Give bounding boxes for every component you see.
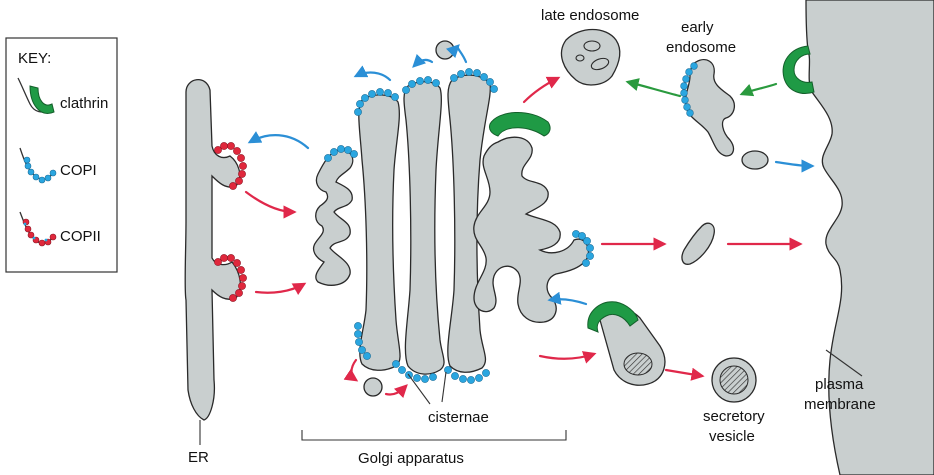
arrow-granule-to-secretory-vesicle (666, 370, 702, 376)
key-label-clathrin: clathrin (60, 95, 108, 112)
arrow-tgn-to-late-endosome (524, 78, 558, 102)
constitutive-vesicle (682, 223, 714, 264)
secretory-vesicle (712, 358, 756, 402)
early-endosome (686, 60, 768, 169)
key-label-copii: COPII (60, 228, 101, 245)
trans-golgi-network (474, 137, 589, 322)
late-endosome (561, 30, 619, 85)
arrow-er-to-golgi-lower (256, 284, 304, 293)
golgi-bracket (302, 430, 566, 440)
cisternae-label: cisternae (428, 409, 489, 426)
arrow-golgi-retro-top-3 (458, 46, 466, 62)
golgi-apparatus (314, 41, 589, 396)
golgi-cisterna-3 (404, 82, 444, 374)
key-box: KEY: clathrin COPI (6, 38, 117, 272)
early-endosome-label-line1: early (681, 19, 714, 36)
clathrin-coat-tgn (489, 112, 550, 136)
golgi-apparatus-label: Golgi apparatus (358, 450, 464, 467)
arrow-golgi-bottom-up (386, 386, 406, 395)
arrow-early-to-late-endosome (628, 82, 680, 96)
plasma-membrane-label-line2: membrane (804, 396, 876, 413)
golgi-cisterna-cis (314, 150, 353, 285)
golgi-vesicle-top (436, 41, 454, 59)
arrow-golgi-to-er (250, 135, 308, 148)
secretory-vesicle-label-line1: secretory (703, 408, 765, 425)
late-endosome-label: late endosome (541, 7, 639, 24)
arrow-pm-to-early-endosome (742, 84, 776, 94)
er-label: ER (188, 449, 209, 466)
secretory-vesicle-label-line2: vesicle (709, 428, 755, 445)
arrow-tgn-to-granule (540, 354, 594, 359)
plasma-membrane-label-line1: plasma (815, 376, 864, 393)
key-title: KEY: (18, 50, 51, 67)
early-endosome-label-line2: endosome (666, 39, 736, 56)
er: ER (185, 80, 240, 466)
key-label-copi: COPI (60, 162, 97, 179)
arrow-recycling-to-pm (776, 162, 812, 166)
arrow-er-to-golgi-upper (246, 192, 294, 212)
arrow-golgi-bottom-down (352, 360, 357, 380)
golgi-vesicle-bottom (364, 378, 382, 396)
arrow-golgi-retro-top-1 (356, 73, 390, 80)
arrow-golgi-retro-top-2 (414, 60, 432, 66)
golgi-cisterna-2 (359, 95, 400, 370)
